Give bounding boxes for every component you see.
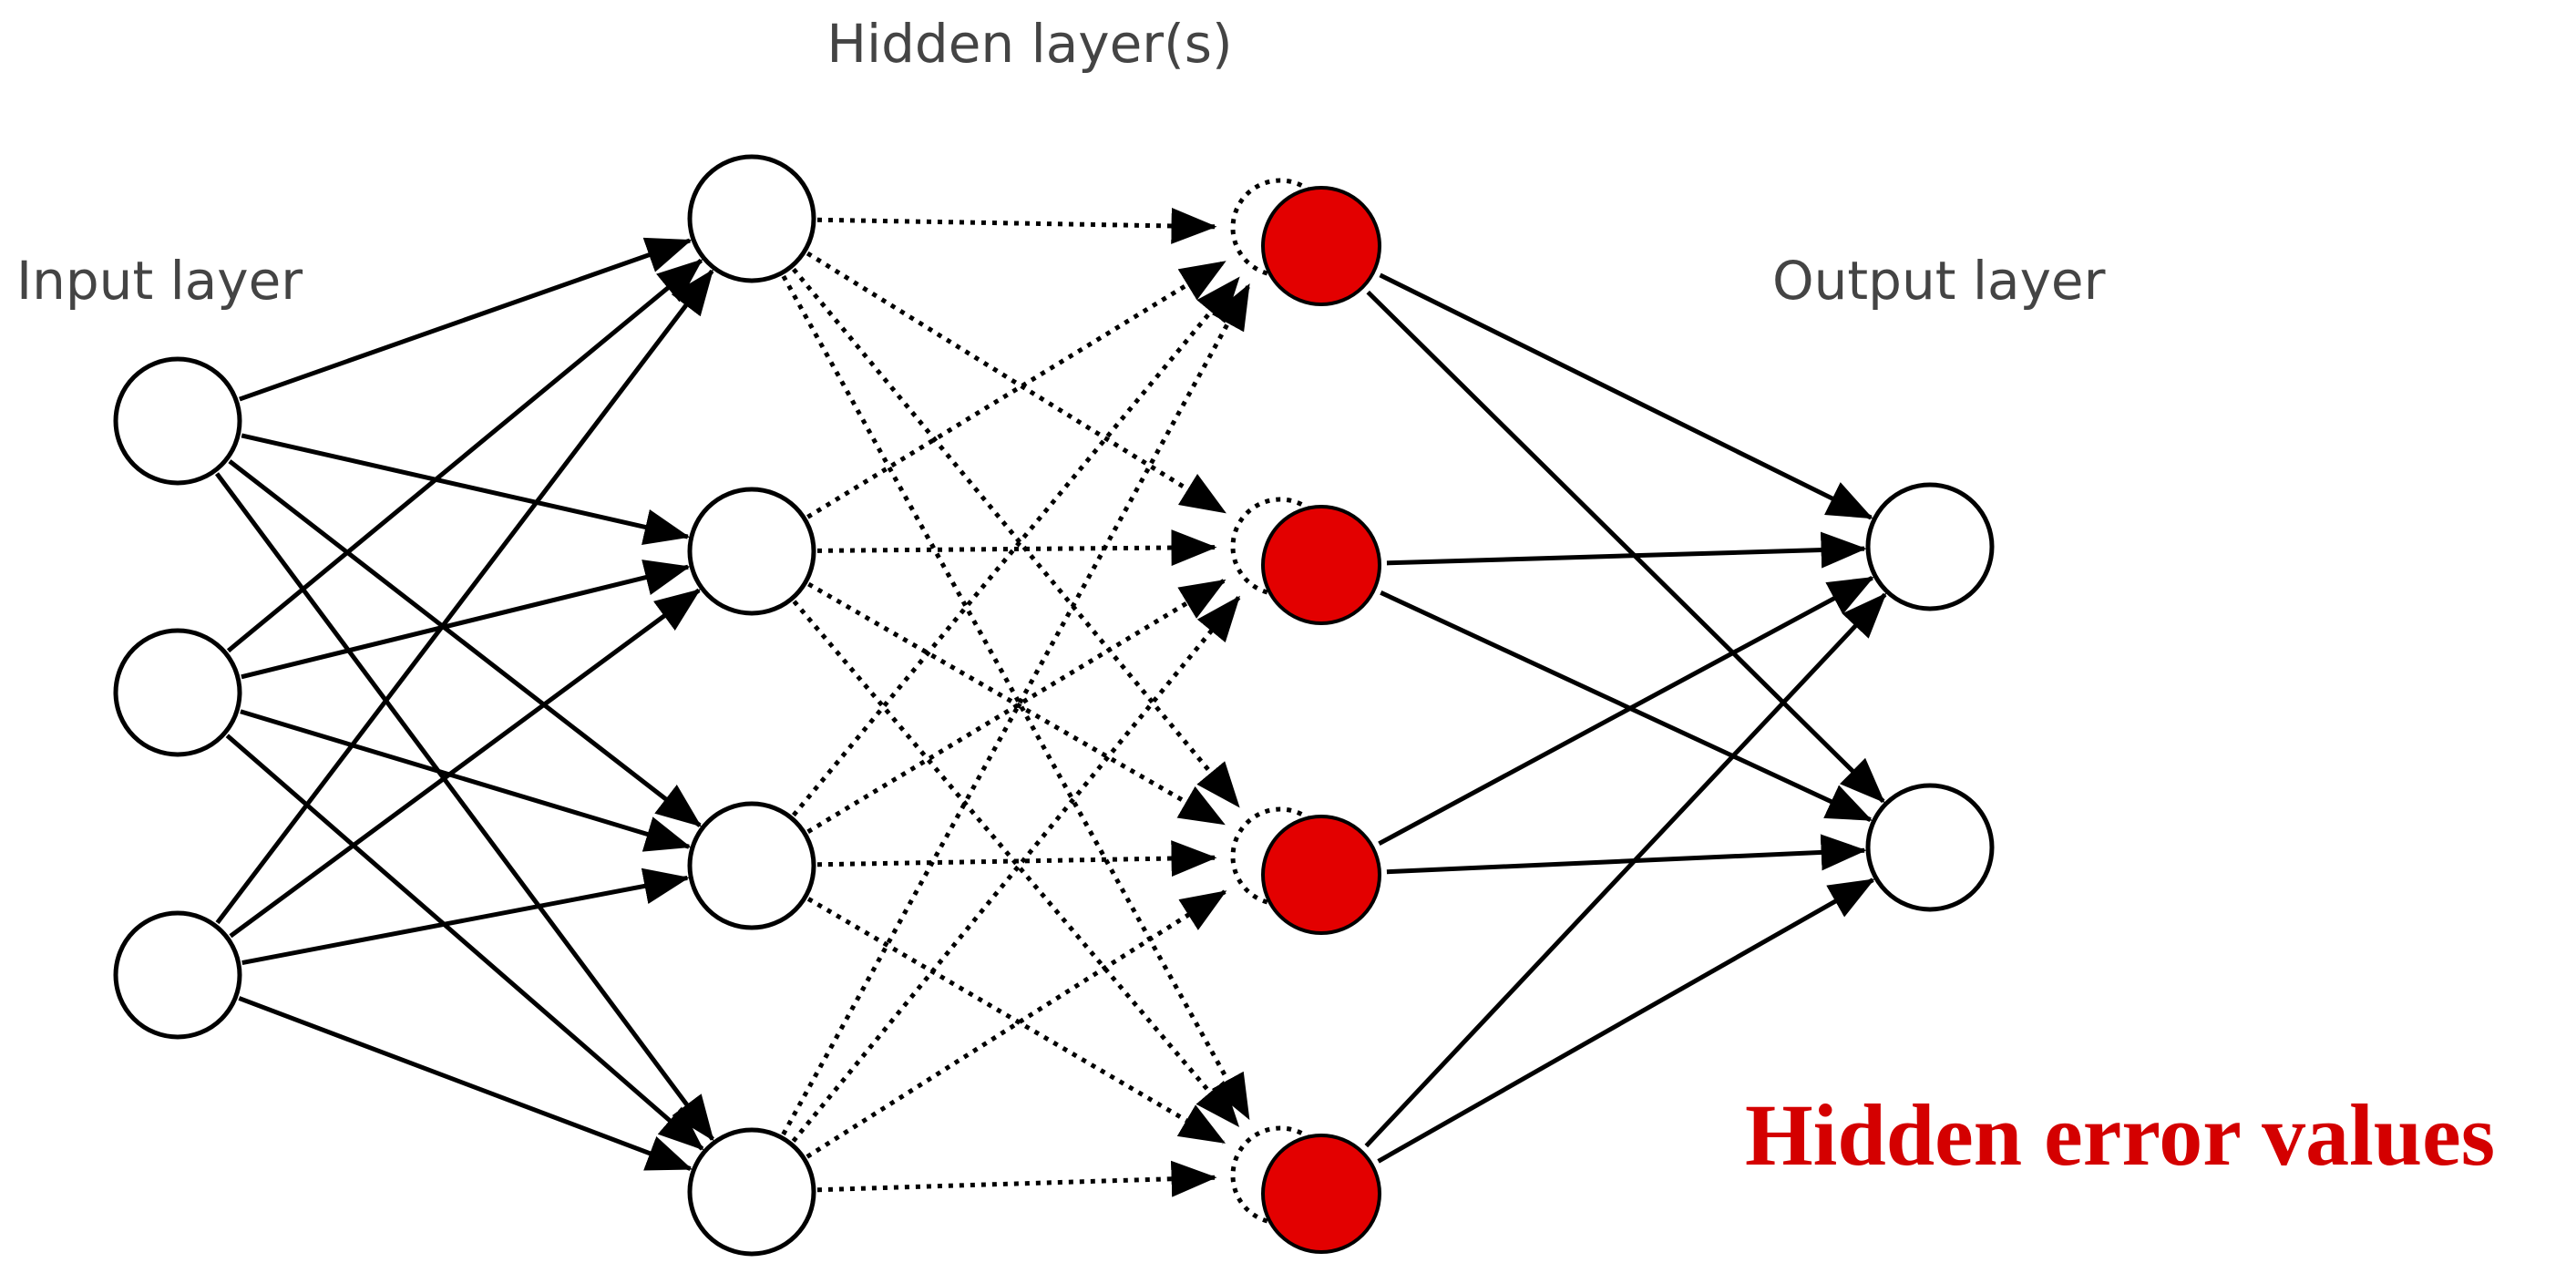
edge-hidden-1-0-to-hidden-2-1 <box>806 251 1226 515</box>
edge-hidden-1-0-to-hidden-2-2 <box>792 267 1240 808</box>
connections <box>214 207 1887 1197</box>
hidden-layer-label: Hidden layer(s) <box>826 13 1232 75</box>
hidden-error-values-label: Hidden error values <box>1745 1086 2495 1184</box>
edge-hidden-2-0-to-output-0 <box>1379 272 1873 520</box>
hidden-error-node <box>1261 505 1381 625</box>
edge-input-2-to-hidden-1-1 <box>229 588 702 939</box>
hidden-error-node <box>1261 186 1381 306</box>
edge-input-0-to-hidden-1-2 <box>228 459 703 827</box>
output-layer-label: Output layer <box>1772 250 2106 312</box>
hidden-1-node <box>687 487 816 616</box>
edge-hidden-2-1-to-output-1 <box>1380 590 1873 822</box>
edge-hidden-1-0-to-hidden-2-0 <box>816 207 1217 244</box>
edge-input-2-to-hidden-1-3 <box>238 996 693 1171</box>
edge-hidden-1-1-to-hidden-2-2 <box>807 581 1226 826</box>
hidden-1-node <box>687 801 816 930</box>
hidden-error-node <box>1261 1134 1381 1254</box>
hidden-1-node <box>687 154 816 283</box>
output-node <box>1865 482 1995 611</box>
input-node <box>113 910 242 1040</box>
edge-input-1-to-hidden-1-2 <box>240 709 692 852</box>
edge-input-2-to-hidden-1-0 <box>215 269 714 925</box>
edge-hidden-2-2-to-output-1 <box>1386 834 1867 875</box>
edge-hidden-1-3-to-hidden-2-2 <box>806 889 1227 1159</box>
edge-input-0-to-hidden-1-0 <box>239 237 693 402</box>
edge-hidden-1-1-to-hidden-2-0 <box>806 260 1226 519</box>
hidden-error-node <box>1261 815 1381 935</box>
nodes <box>113 154 1995 1257</box>
edge-input-2-to-hidden-1-2 <box>241 867 690 965</box>
edge-hidden-2-0-to-output-1 <box>1366 290 1885 804</box>
input-node <box>113 356 242 486</box>
edge-hidden-1-2-to-hidden-2-2 <box>816 840 1217 878</box>
input-node <box>113 628 242 757</box>
edge-hidden-2-1-to-output-0 <box>1386 531 1867 569</box>
hidden-1-node <box>687 1127 816 1257</box>
edge-hidden-1-1-to-hidden-2-1 <box>816 529 1217 567</box>
edge-input-0-to-hidden-1-3 <box>214 472 715 1142</box>
edge-input-1-to-hidden-1-0 <box>226 258 703 653</box>
edge-hidden-2-3-to-output-1 <box>1377 878 1875 1164</box>
edge-input-1-to-hidden-1-3 <box>225 734 704 1151</box>
edge-hidden-2-2-to-output-0 <box>1378 575 1874 847</box>
input-layer-label: Input layer <box>16 250 303 312</box>
edge-hidden-2-3-to-output-0 <box>1364 592 1887 1148</box>
edge-hidden-1-2-to-hidden-2-0 <box>792 276 1240 817</box>
edge-hidden-1-3-to-hidden-2-0 <box>781 282 1251 1136</box>
edge-hidden-1-0-to-hidden-2-3 <box>781 274 1251 1121</box>
edge-hidden-1-2-to-hidden-2-3 <box>806 897 1226 1145</box>
edge-input-0-to-hidden-1-1 <box>241 433 691 546</box>
edge-hidden-1-2-to-hidden-2-1 <box>806 579 1226 834</box>
output-node <box>1865 783 1995 912</box>
edge-hidden-1-3-to-hidden-2-1 <box>791 595 1241 1143</box>
edge-hidden-1-3-to-hidden-2-3 <box>816 1160 1217 1197</box>
edge-input-1-to-hidden-1-1 <box>241 560 691 680</box>
